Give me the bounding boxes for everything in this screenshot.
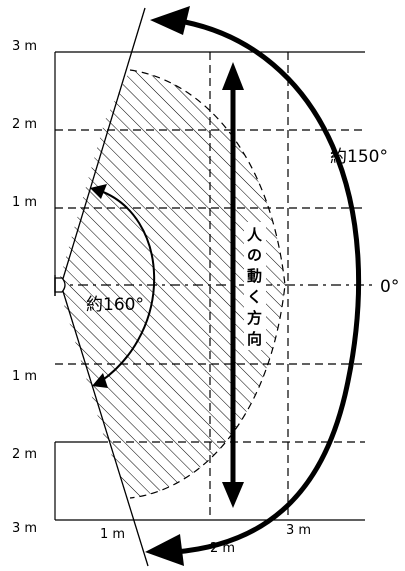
direction-char-1: 人 [247,226,263,244]
zone-boundary-curve [129,69,286,499]
direction-arrowhead-top [222,62,244,90]
arc-150 [174,19,362,555]
lower-angle-line [61,287,149,567]
center-angle-label: 0° [380,277,399,297]
angle-150-arc [145,6,362,566]
arc-160-arrowhead-bottom [92,373,108,388]
direction-char-3: 動 [247,267,262,285]
direction-char-4: く [247,288,262,306]
bottom-label-1m: 1 m [100,527,125,542]
bottom-label-2m: 2 m [210,541,235,556]
angle-160-label: 約160° [86,295,144,315]
left-label-2m-bottom: 2 m [12,447,37,462]
direction-arrowhead-bottom [222,482,244,508]
arc-150-arrowhead-bottom [145,534,184,566]
detection-zone [58,69,286,499]
left-label-1m-bottom: 1 m [12,369,37,384]
movement-direction-label: 人 の 動 く 方 向 [244,222,266,350]
sensor-icon [54,275,66,296]
left-label-3m-bottom: 3 m [12,521,37,536]
movement-direction-arrow [222,62,244,508]
left-axis-labels: 3 m 2 m 1 m 1 m 2 m 3 m [12,39,37,536]
bottom-axis-labels: 1 m 2 m 3 m [100,523,311,556]
direction-char-2: の [247,246,262,264]
direction-char-5: 方 [247,309,262,327]
arc-160-arrowhead-top [90,184,107,199]
angle-160-arc [90,184,156,388]
grid [54,51,375,521]
arc-150-arrowhead-top [150,6,190,35]
angle-boundaries [61,7,149,567]
left-label-1m-top: 1 m [12,195,37,210]
left-label-2m-top: 2 m [12,117,37,132]
direction-char-6: 向 [247,330,262,348]
angle-150-label: 約150° [330,147,388,167]
arc-160 [97,189,156,383]
hatched-area [58,70,285,498]
left-label-3m-top: 3 m [12,39,37,54]
upper-angle-line [61,7,146,283]
bottom-label-3m: 3 m [286,523,311,538]
